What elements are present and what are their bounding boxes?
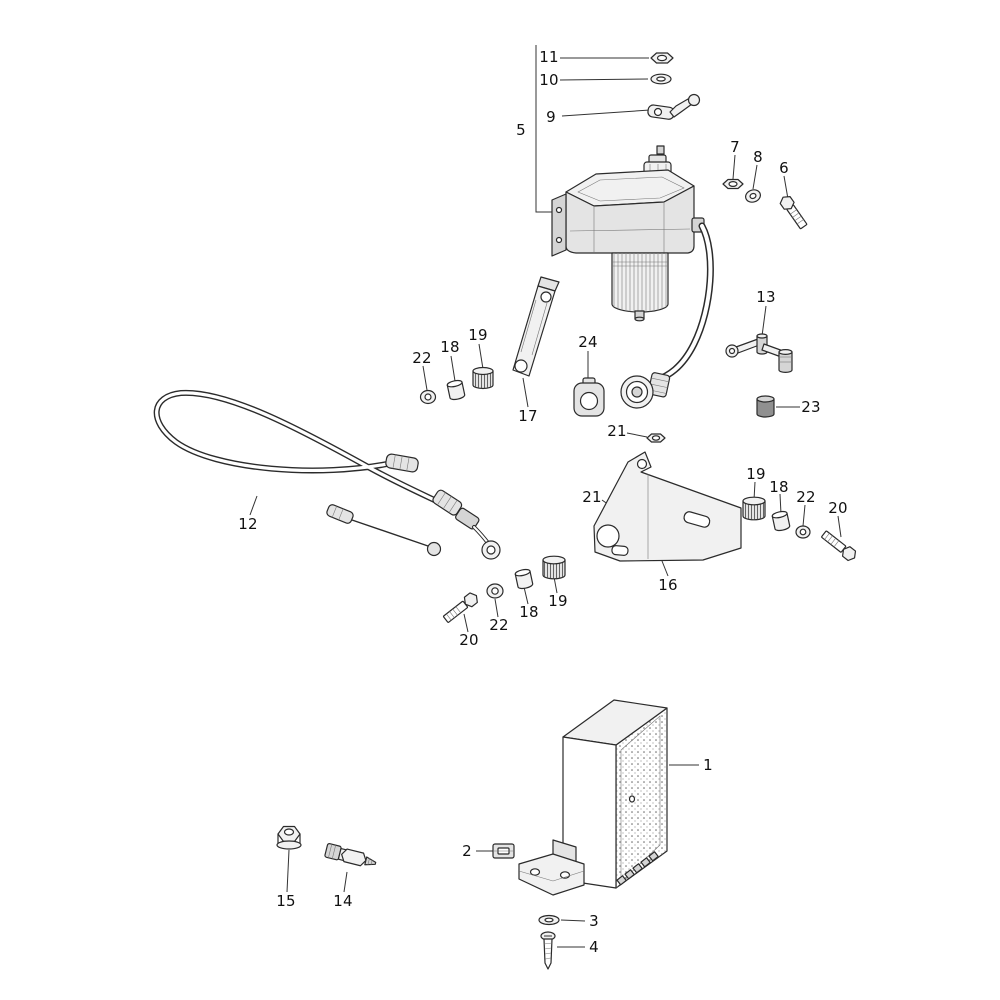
part-bushing-19-right (742, 496, 766, 521)
part-nut-21-upper (646, 433, 666, 443)
part-washer-22-right (795, 525, 811, 539)
callout-21-b: 21 (582, 488, 602, 506)
part-bolt-20-right (821, 530, 857, 562)
part-nut-15 (276, 825, 302, 850)
part-bushing-19-lower (542, 555, 566, 580)
callout-16: 16 (658, 576, 678, 594)
part-spacer-18-right (771, 510, 791, 532)
callout-5: 5 (516, 121, 526, 139)
part-strap-17 (512, 276, 560, 377)
part-clip-2 (492, 843, 515, 859)
callout-19-a: 19 (468, 326, 488, 344)
callout-18-b: 18 (769, 478, 789, 496)
callout-11: 11 (539, 48, 559, 66)
part-nut-7 (722, 178, 744, 190)
part-pump-assembly-5 (551, 145, 705, 322)
part-bolt-6 (779, 195, 808, 230)
part-cable-12 (153, 389, 501, 560)
callout-7: 7 (730, 138, 740, 156)
callout-8: 8 (753, 148, 763, 166)
part-nut-11 (650, 52, 674, 64)
part-lever-13 (725, 333, 793, 373)
callout-18-a: 18 (440, 338, 460, 356)
callout-15: 15 (276, 892, 296, 910)
callout-22-b: 22 (796, 488, 816, 506)
part-screw-4 (540, 931, 556, 970)
callout-1: 1 (703, 756, 713, 774)
part-washer-22-lower (486, 583, 504, 599)
callout-18-c: 18 (519, 603, 539, 621)
part-control-unit-1 (562, 699, 668, 889)
callout-6: 6 (779, 159, 789, 177)
callout-20-c: 20 (459, 631, 479, 649)
callout-19-b: 19 (746, 465, 766, 483)
callout-14: 14 (333, 892, 353, 910)
callout-20-b: 20 (828, 499, 848, 517)
part-bolt-20-lower (443, 592, 478, 623)
part-switch-14 (324, 843, 377, 867)
callout-22-a: 22 (412, 349, 432, 367)
callout-13: 13 (756, 288, 776, 306)
part-bracket-16 (593, 451, 742, 562)
part-washer-3 (538, 914, 560, 926)
callout-21-a: 21 (607, 422, 627, 440)
part-sleeve-23 (756, 395, 775, 418)
part-bushing-19-upper (472, 366, 494, 390)
callout-19-c: 19 (548, 592, 568, 610)
part-hose (620, 222, 714, 409)
callout-23: 23 (801, 398, 821, 416)
callout-10: 10 (539, 71, 559, 89)
part-washer-10 (650, 73, 672, 85)
callout-24: 24 (578, 333, 598, 351)
callout-2: 2 (462, 842, 472, 860)
part-mount-bracket (518, 839, 585, 896)
part-washer-22-upper (419, 389, 437, 405)
leader-lines (249, 45, 842, 948)
callout-17: 17 (518, 407, 538, 425)
part-lever-9 (647, 93, 701, 120)
part-spacer-18-lower (514, 568, 534, 590)
callout-4: 4 (589, 938, 599, 956)
part-washer-8 (745, 189, 761, 203)
callout-22-c: 22 (489, 616, 509, 634)
part-spacer-18-upper (446, 379, 466, 401)
callout-3: 3 (589, 912, 599, 930)
callout-12: 12 (238, 515, 258, 533)
part-clamp-24 (573, 377, 605, 417)
callout-9: 9 (546, 108, 556, 126)
